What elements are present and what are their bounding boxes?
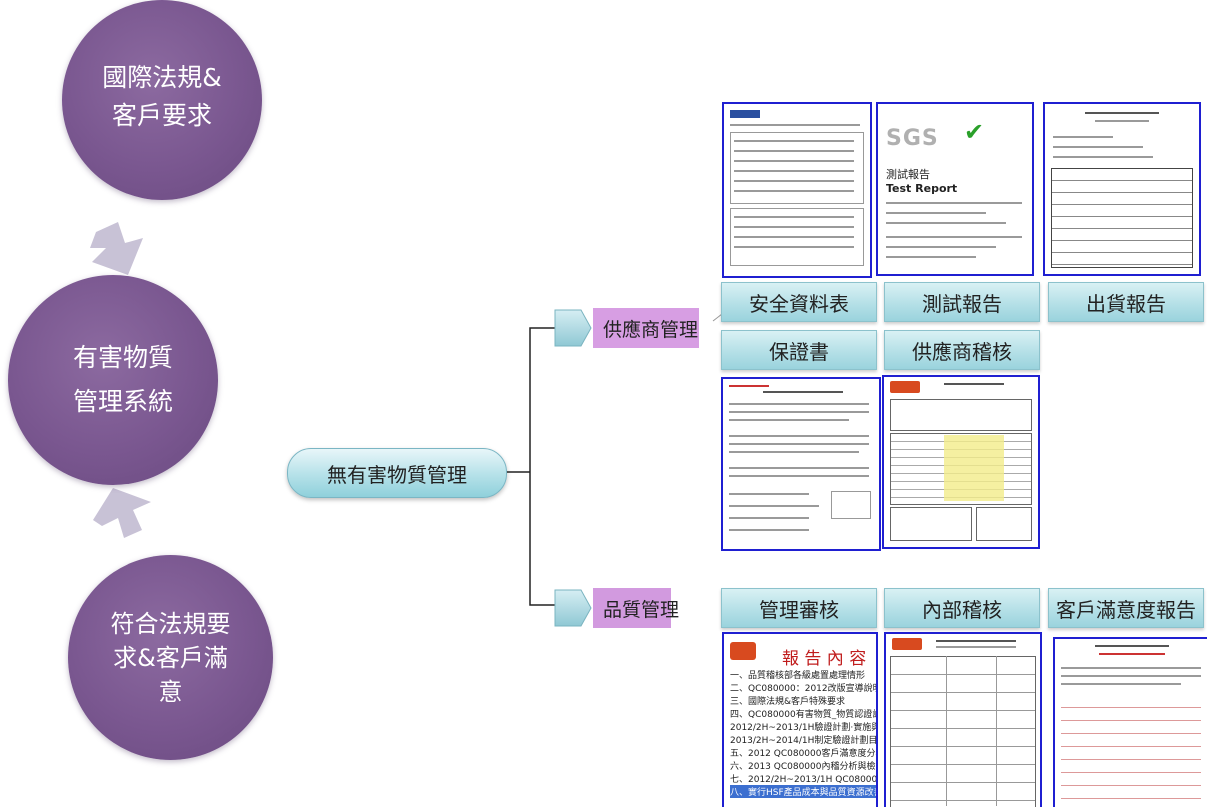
management-review-agenda-document: 報 告 內 容 一、品質稽核部各級處置處理情形 二、QC080000：2012改… (722, 632, 878, 807)
guarantee-document (721, 377, 881, 551)
system-node: 有害物質 管理系統 (8, 275, 218, 485)
regulation-line-2: 客戶要求 (111, 101, 212, 130)
sgs-title-en: Test Report (886, 182, 958, 195)
branch-supplier: 供應商管理 (553, 308, 713, 348)
agenda-item: 2012/2H~2013/1H驗證計劃·實施與檢討 (730, 723, 876, 733)
shipping-report-document (1043, 102, 1201, 276)
sgs-logo: SGS (886, 126, 939, 151)
internal-audit-button[interactable]: 內部稽核 (884, 588, 1040, 628)
compliance-line-3: 意 (158, 677, 183, 706)
system-line-2: 管理系統 (72, 387, 173, 416)
agenda-item: 七、2012/2H~2013/1H QC080000教育訓練推展 (730, 775, 878, 785)
chevron-right-icon (554, 309, 592, 347)
branch-quality: 品質管理 (553, 588, 713, 628)
customer-satisfaction-document (1053, 637, 1207, 807)
sds-button[interactable]: 安全資料表 (721, 282, 877, 322)
sgs-doc-title: 測試報告 Test Report (886, 168, 957, 196)
chevron-right-icon (554, 589, 592, 627)
agenda-item: 三、國際法規&客戶特殊要求 (730, 697, 846, 707)
agenda-item: 二、QC080000：2012改版宣導說明 (730, 684, 878, 694)
regulation-line-1: 國際法規& (102, 63, 222, 92)
sgs-title-cn: 測試報告 (886, 168, 930, 181)
sgs-test-report-document: SGS ✔ 測試報告 Test Report (876, 102, 1034, 276)
agenda-item: 一、品質稽核部各級處置處理情形 (730, 671, 866, 681)
root-node: 無有害物質管理 (287, 448, 507, 498)
supplier-audit-button[interactable]: 供應商稽核 (884, 330, 1040, 370)
agenda-item: 四、QC080000有害物質_物質認證計劃 (730, 710, 878, 720)
branch-quality-label: 品質管理 (593, 588, 679, 628)
guarantee-button[interactable]: 保證書 (721, 330, 877, 370)
agenda-item: 五、2012 QC080000客戶滿意度分析與檢討 (730, 749, 876, 759)
customer-satisfaction-button[interactable]: 客戶滿意度報告 (1048, 588, 1204, 628)
test-report-button[interactable]: 測試報告 (884, 282, 1040, 322)
management-review-button[interactable]: 管理審核 (721, 588, 877, 628)
agenda-title: 報 告 內 容 (782, 649, 867, 669)
regulation-node: 國際法規& 客戶要求 (62, 0, 262, 200)
system-line-1: 有害物質 (72, 343, 173, 372)
checkmark-icon: ✔ (964, 118, 985, 146)
branch-supplier-label: 供應商管理 (593, 308, 699, 348)
agenda-item: 2013/2H~2014/1H制定驗證計劃目標 (730, 736, 878, 746)
supplier-audit-document (882, 375, 1040, 549)
internal-audit-document (884, 632, 1042, 807)
connector-bracket (529, 327, 555, 606)
arrow-down-icon (90, 222, 143, 275)
agenda-item: 八、實行HSF產品成本與品質資源改善計劃 (730, 785, 876, 798)
compliance-node: 符合法規要 求&客戶滿 意 (68, 555, 273, 760)
compliance-line-1: 符合法規要 (110, 609, 231, 638)
sds-document (722, 102, 872, 278)
agenda-item: 六、2013 QC080000內稽分析與檢討 (730, 762, 878, 772)
arrow-up-icon (93, 488, 151, 538)
shipping-report-button[interactable]: 出貨報告 (1048, 282, 1204, 322)
compliance-line-2: 求&客戶滿 (113, 643, 228, 672)
kyec-logo-icon (730, 642, 756, 660)
